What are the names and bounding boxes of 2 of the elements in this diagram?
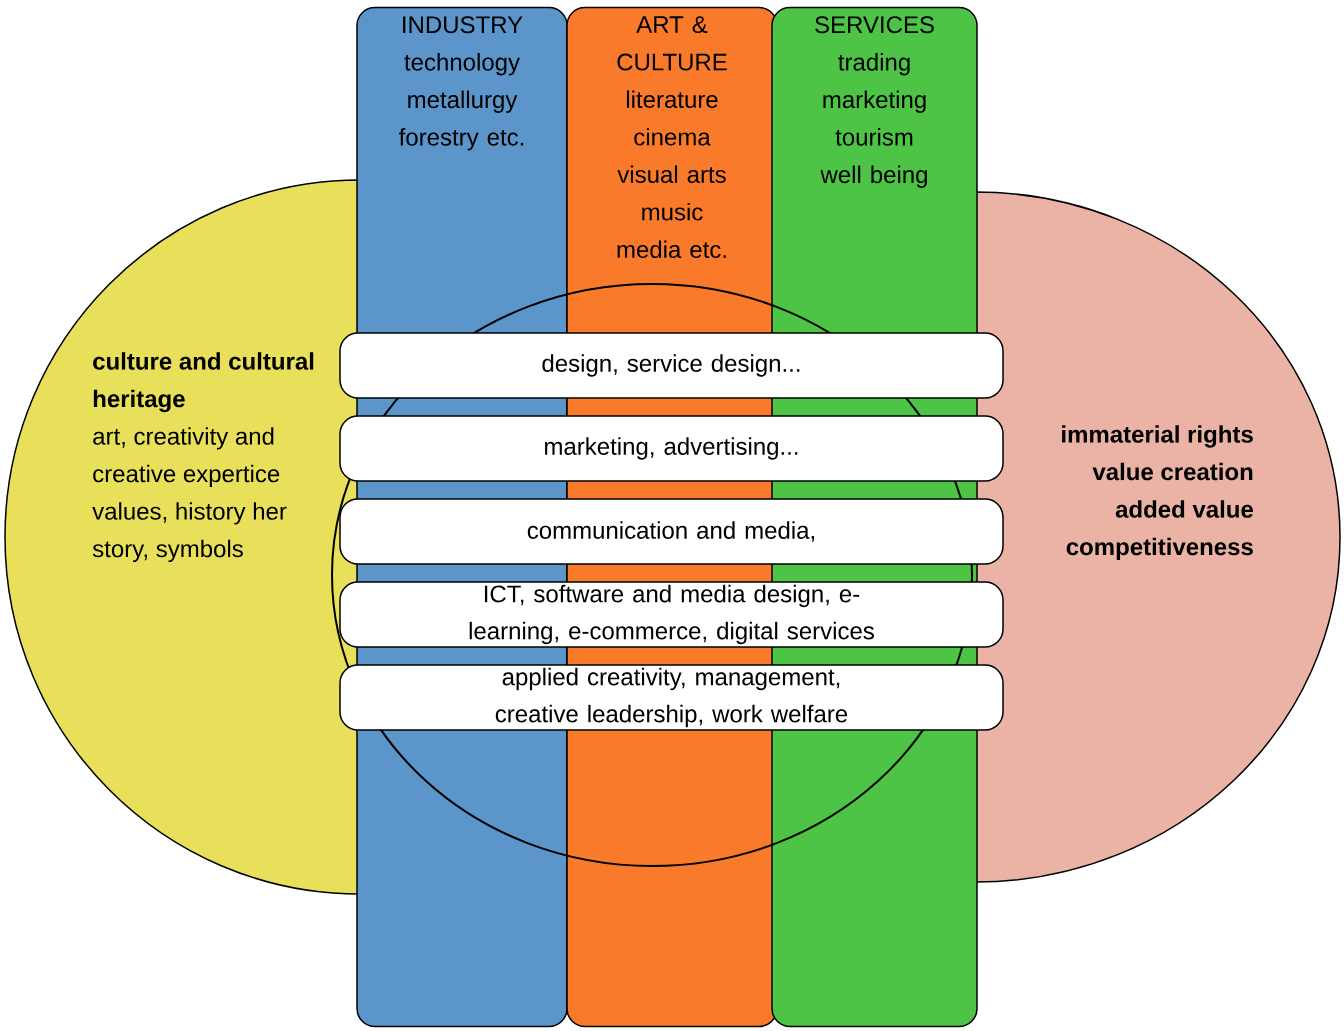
ellipse-region: culture and cultural heritage art, creativity and creative expertice values, history her story, symbols <box>4 179 361 895</box>
ellipse-region: immaterial rights value creation added value competitiveness <box>974 191 1341 883</box>
